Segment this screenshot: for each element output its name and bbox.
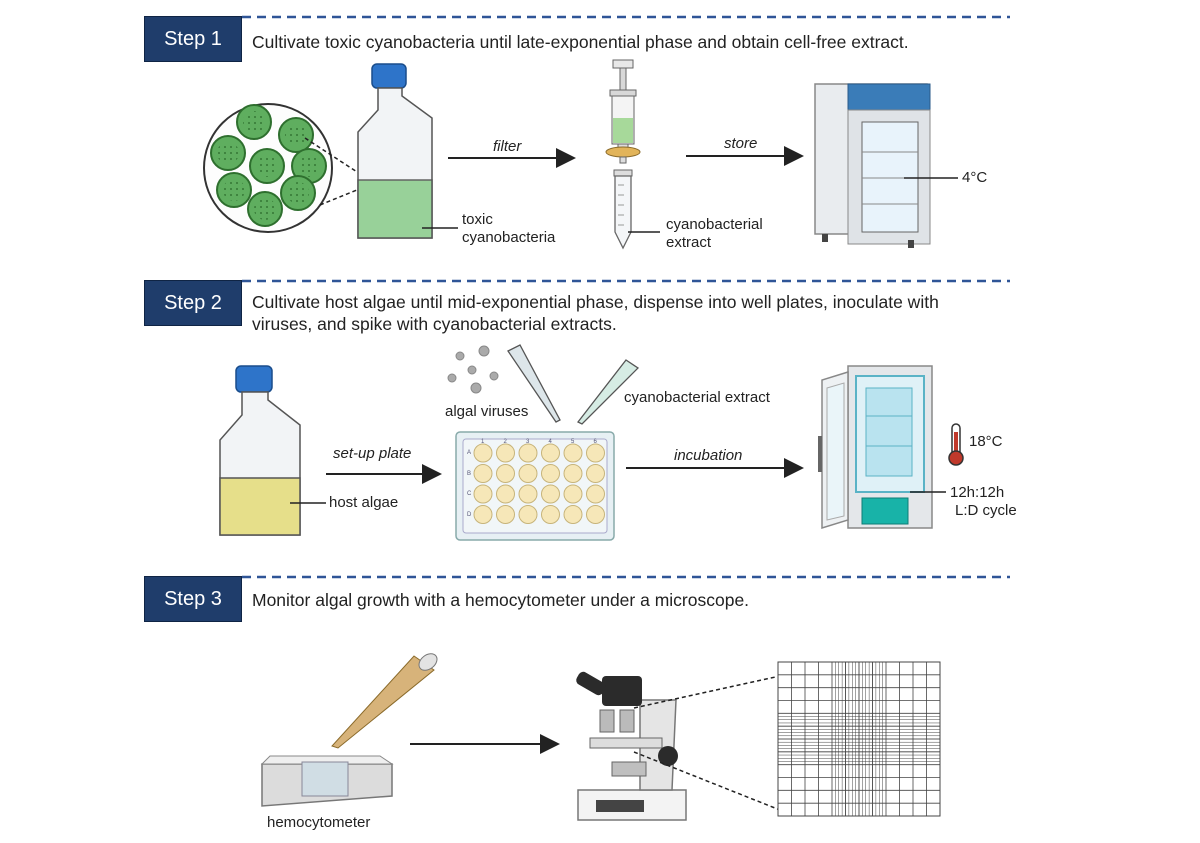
plate-column-label: 4 bbox=[548, 439, 552, 445]
plate-well bbox=[563, 505, 583, 524]
toxic-cyanobacteria-label-line2: cyanobacteria bbox=[462, 229, 556, 246]
plate-well bbox=[563, 443, 583, 463]
plate-well bbox=[473, 484, 493, 504]
plate-row-label: A bbox=[467, 450, 472, 456]
virus-particles-icon bbox=[447, 345, 499, 394]
host-algae-label: host algae bbox=[329, 494, 399, 511]
plate-well bbox=[518, 484, 538, 504]
plate-well bbox=[518, 505, 538, 524]
step2-badge: Step 2 bbox=[144, 280, 242, 326]
plate-well bbox=[586, 464, 605, 483]
plate-well bbox=[541, 505, 560, 524]
cyanobacterial-extract-label-line2: extract bbox=[666, 234, 712, 251]
cyanobacterial-extract-label: cyanobacterial extract bbox=[624, 389, 770, 406]
light-cycle-label-line1: 12h:12h bbox=[950, 484, 1005, 501]
filter-label: filter bbox=[493, 138, 522, 155]
plate-well bbox=[541, 443, 560, 463]
plate-well bbox=[496, 505, 515, 524]
plate-row-label: C bbox=[467, 491, 472, 497]
cyanobacteria-flask-icon bbox=[357, 63, 433, 239]
fridge-temperature-label: 4°C bbox=[962, 169, 988, 186]
plate-well bbox=[496, 443, 515, 463]
syringe-filter-icon bbox=[605, 59, 641, 164]
hemocytometer-label: hemocytometer bbox=[267, 814, 371, 831]
plate-well bbox=[518, 464, 538, 483]
plate-well bbox=[541, 464, 560, 483]
incubation-temperature-label: 18°C bbox=[969, 433, 1003, 450]
host-algae-flask-icon bbox=[219, 365, 301, 536]
hemocytometer-slide-icon bbox=[260, 755, 394, 807]
incubation-label: incubation bbox=[674, 447, 743, 464]
plate-well bbox=[563, 464, 583, 483]
plate-well bbox=[586, 505, 605, 524]
step1-badge: Step 1 bbox=[144, 16, 242, 62]
plate-well bbox=[563, 484, 583, 504]
incubator-icon bbox=[818, 365, 933, 530]
algal-viruses-label: algal viruses bbox=[445, 403, 529, 420]
plate-column-label: 1 bbox=[481, 439, 485, 445]
store-label: store bbox=[724, 135, 758, 152]
plate-well bbox=[473, 443, 493, 463]
plate-column-label: 5 bbox=[571, 439, 575, 445]
step1-description: Cultivate toxic cyanobacteria until late… bbox=[252, 32, 909, 52]
extract-tube-icon bbox=[613, 169, 633, 250]
plate-column-label: 6 bbox=[593, 439, 597, 445]
plate-well bbox=[586, 443, 605, 463]
plate-well bbox=[496, 464, 515, 483]
plate-well bbox=[541, 484, 560, 504]
cyanobacterial-extract-label-line1: cyanobacterial bbox=[666, 216, 763, 233]
thermometer-icon bbox=[948, 423, 964, 466]
hemocytometer-grid-icon bbox=[777, 661, 941, 817]
dropper-pipette-icon bbox=[331, 653, 438, 749]
pipette-tip-viruses-icon bbox=[507, 344, 561, 423]
step2-description: Cultivate host algae until mid-exponenti… bbox=[252, 292, 939, 334]
microscope-icon bbox=[576, 671, 687, 821]
plate-well bbox=[496, 484, 515, 504]
plate-well bbox=[518, 443, 538, 463]
setup-plate-label: set-up plate bbox=[333, 445, 412, 462]
well-plate-icon bbox=[455, 431, 615, 541]
plate-row-label: D bbox=[467, 511, 472, 518]
plate-column-label: 3 bbox=[526, 439, 530, 445]
refrigerator-icon bbox=[814, 83, 931, 248]
pipette-tip-extract-icon bbox=[577, 359, 640, 425]
plate-column-label: 2 bbox=[503, 439, 507, 445]
plate-well bbox=[586, 484, 605, 504]
step3-description: Monitor algal growth with a hemocytomete… bbox=[252, 590, 750, 610]
step3-badge: Step 3 bbox=[144, 576, 242, 622]
cyanobacteria-closeup-icon bbox=[203, 103, 333, 233]
plate-row-label: B bbox=[467, 470, 472, 477]
light-cycle-label-line2: L:D cycle bbox=[955, 502, 1017, 519]
plate-well bbox=[473, 464, 493, 483]
plate-well bbox=[473, 505, 493, 524]
toxic-cyanobacteria-label-line1: toxic bbox=[462, 211, 493, 228]
